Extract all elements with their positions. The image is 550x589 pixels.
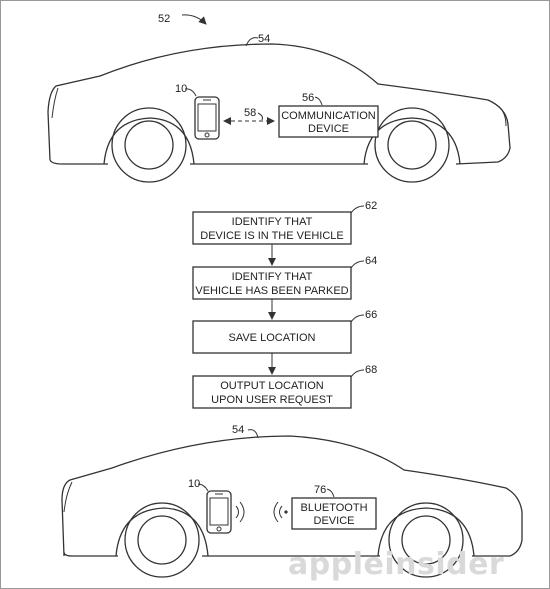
flow-step-66-box (192, 320, 352, 354)
flow-step-66-leader (350, 314, 365, 323)
communication-device-line1: COMMUNICATION (281, 110, 376, 122)
phone-icon (194, 96, 220, 140)
communication-device-box (278, 105, 379, 138)
bluetooth-device-line2: DEVICE (314, 515, 355, 527)
flow-step-68-line1: OUTPUT LOCATION (220, 380, 324, 392)
ref-comm-leader (314, 96, 323, 106)
flow-step-62-line1: IDENTIFY THAT (232, 216, 313, 228)
flow-step-64-leader (350, 260, 365, 269)
signal-waves-icon (235, 501, 288, 523)
ref-bt-label: 76 (314, 484, 326, 496)
top-car (47, 43, 511, 183)
ref-phone-top-leader (184, 88, 197, 97)
ref-comm-label: 56 (302, 92, 314, 104)
flow-step-66-ref: 66 (365, 309, 377, 321)
bluetooth-device-box (291, 497, 377, 530)
ref-car-top-leader (245, 37, 259, 47)
flow-step-62-leader (350, 205, 365, 214)
flow-step-64-line2: VEHICLE HAS BEEN PARKED (195, 285, 348, 297)
ref-car-top-label: 54 (258, 33, 270, 45)
ref-phone-bottom-label: 10 (188, 478, 200, 490)
ref-car-bottom-label: 54 (232, 424, 244, 436)
flow-step-64-line1: IDENTIFY THAT (232, 271, 313, 283)
flow-step-68-line2: UPON USER REQUEST (211, 394, 333, 406)
ref-link-leader (257, 112, 263, 121)
flow-step-62-line2: DEVICE IS IN THE VEHICLE (200, 230, 343, 242)
ref-phone-top-label: 10 (175, 83, 187, 95)
flow-step-68-ref: 68 (365, 364, 377, 376)
flow-step-68-leader (350, 369, 365, 378)
flow-step-68-box (192, 375, 352, 409)
ref-bt-leader (326, 488, 335, 498)
flow-step-62-ref: 62 (365, 200, 377, 212)
flow-step-66-line1: SAVE LOCATION (228, 332, 315, 344)
watermark-text: appleinsider (288, 547, 504, 582)
flow-step-64-box (192, 266, 352, 300)
bluetooth-device-line1: BLUETOOTH (300, 502, 367, 514)
bottom-car (61, 435, 523, 578)
communication-device-line2: DEVICE (308, 123, 349, 135)
flowchart: IDENTIFY THAT DEVICE IS IN THE VEHICLE 6… (192, 200, 377, 409)
phone-icon-bottom (206, 490, 232, 534)
ref-link-label: 58 (244, 107, 256, 119)
ref-main-arrow (181, 14, 207, 25)
flow-step-64-ref: 64 (365, 255, 377, 267)
ref-car-bottom-leader (247, 429, 259, 439)
ref-main-label: 52 (158, 13, 170, 25)
ref-phone-bottom-leader (197, 483, 209, 492)
